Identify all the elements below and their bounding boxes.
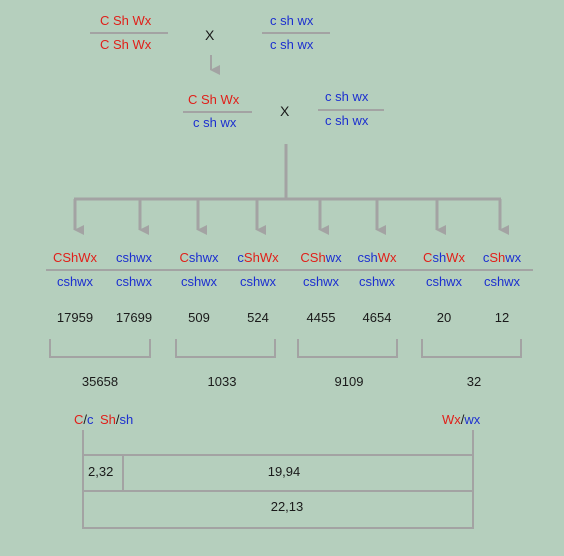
map-brackets bbox=[82, 430, 474, 529]
group-brackets bbox=[49, 339, 522, 358]
parent2-top-genotype: c sh wx bbox=[270, 13, 314, 28]
tree-branches bbox=[73, 199, 509, 235]
offspring-bottom-genotype: cshwx bbox=[56, 274, 94, 289]
parent1-bottom-genotype: C Sh Wx bbox=[100, 37, 152, 52]
parent-cross-symbol: X bbox=[205, 27, 215, 43]
map-locus-c-label: C/c bbox=[74, 412, 94, 427]
offspring-count: 12 bbox=[494, 310, 510, 325]
offspring-top-genotype: CShwx bbox=[300, 250, 342, 265]
offspring-bottom-genotype: cshwx bbox=[302, 274, 340, 289]
map-distance-c-sh: 2,32 bbox=[88, 464, 114, 479]
parent1-top-genotype: C Sh Wx bbox=[100, 13, 152, 28]
map-distance-total: 22,13 bbox=[270, 499, 304, 514]
offspring-top-genotype: CshWx bbox=[423, 250, 465, 265]
f1-bottom-genotype: c sh wx bbox=[193, 115, 237, 130]
group-total-double: 32 bbox=[466, 374, 482, 389]
group-total-sh-wx: 9109 bbox=[334, 374, 364, 389]
offspring-bottom-genotype: cshwx bbox=[425, 274, 463, 289]
offspring-top-genotype: CShWx bbox=[52, 250, 98, 265]
offspring-count: 17959 bbox=[56, 310, 94, 325]
map-distance-sh-wx: 19,94 bbox=[267, 464, 301, 479]
offspring-bottom-genotype: cshwx bbox=[180, 274, 218, 289]
offspring-bottom-genotype: cshwx bbox=[483, 274, 521, 289]
offspring-count: 20 bbox=[436, 310, 452, 325]
offspring-count: 4654 bbox=[362, 310, 392, 325]
group-total-parental: 35658 bbox=[81, 374, 119, 389]
offspring-count: 509 bbox=[188, 310, 210, 325]
map-locus-wx-label: Wx/wx bbox=[442, 412, 481, 427]
parent2-bottom-genotype: c sh wx bbox=[270, 37, 314, 52]
offspring-top-genotype: cShwx bbox=[482, 250, 522, 265]
offspring-bottom-genotype: cshwx bbox=[358, 274, 396, 289]
offspring-top-genotype: cShWx bbox=[237, 250, 279, 265]
f1-cross-symbol: X bbox=[280, 103, 290, 119]
offspring-count: 524 bbox=[247, 310, 269, 325]
offspring-top-genotype: cshwx bbox=[115, 250, 153, 265]
f1-top-genotype: C Sh Wx bbox=[188, 92, 240, 107]
group-total-c-sh: 1033 bbox=[207, 374, 237, 389]
map-locus-sh-label: Sh/sh bbox=[100, 412, 134, 427]
tester-top-genotype: c sh wx bbox=[325, 89, 369, 104]
offspring-top-genotype: cshWx bbox=[357, 250, 397, 265]
offspring-bottom-genotype: cshwx bbox=[239, 274, 277, 289]
tester-bottom-genotype: c sh wx bbox=[325, 113, 369, 128]
offspring-count: 4455 bbox=[306, 310, 336, 325]
offspring-top-genotype: Cshwx bbox=[179, 250, 219, 265]
offspring-bottom-genotype: cshwx bbox=[115, 274, 153, 289]
offspring-count: 17699 bbox=[115, 310, 153, 325]
